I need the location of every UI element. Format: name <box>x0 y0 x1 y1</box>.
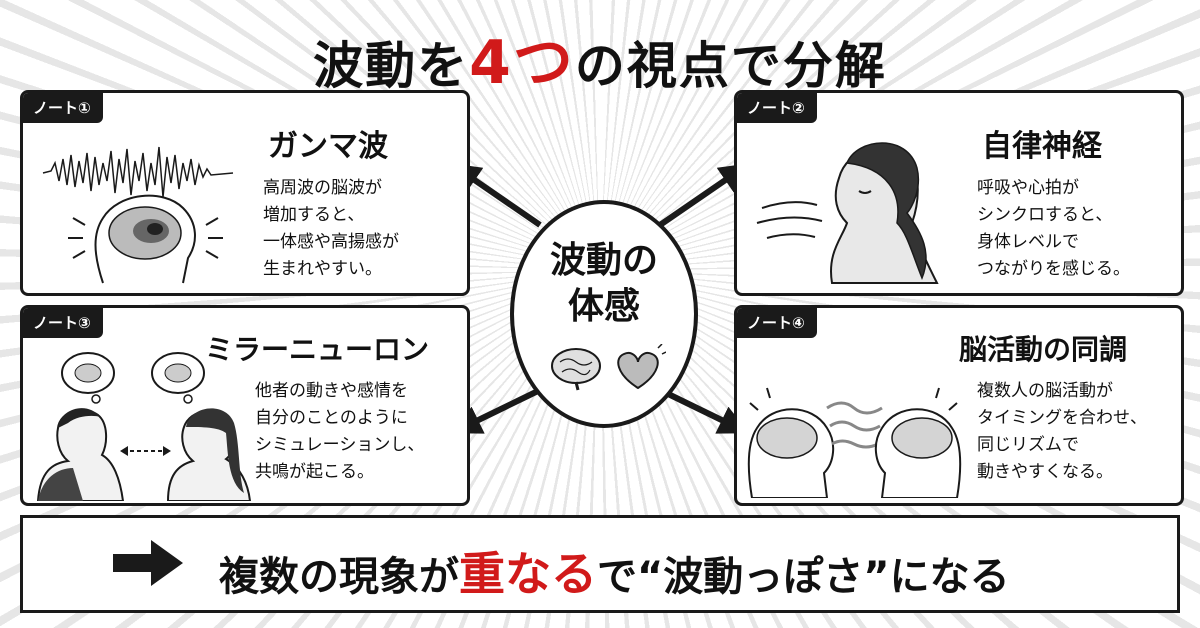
arrow-to-note1 <box>450 163 542 228</box>
woman-profile-icon <box>830 142 939 284</box>
head-right-icon <box>874 408 962 498</box>
note-line: 他者の動きや感情を <box>255 381 408 401</box>
brainwave-icon <box>42 146 234 198</box>
man-icon <box>36 408 125 501</box>
note-body: 呼吸や心拍が シンクロすると、 身体レベルで つながりを感じる。 <box>977 175 1130 283</box>
center-icons <box>551 344 666 391</box>
breath-icon <box>756 201 823 239</box>
head-profile-icon <box>68 194 223 284</box>
note-panel-autonomic: ノート② 自律神経 呼吸や心拍が シンクロすると、 身体レベルで つながりを感じ… <box>734 90 1184 296</box>
brain-wave-illustration <box>42 146 234 284</box>
title-accent: 4つ <box>469 28 575 98</box>
brain-icon <box>551 348 601 391</box>
note-panel-brain-sync: ノート④ 脳活動の同調 複数人の脳活動が タイミングを合わせ、 同じリズムで 動… <box>734 305 1184 506</box>
note-line: タイミングを合わせ、 <box>977 408 1147 428</box>
conclusion-text: 複数の現象が重なるで“波動っぽさ”になる <box>219 538 1010 604</box>
arrow-to-note3 <box>451 387 542 434</box>
note-title: ガンマ波 <box>268 129 388 164</box>
arrow-to-note2 <box>658 163 750 228</box>
title-pre: 波動を <box>313 37 470 95</box>
note-body: 複数人の脳活動が タイミングを合わせ、 同じリズムで 動きやすくなる。 <box>977 378 1147 486</box>
center-title-line1: 波動の <box>549 240 658 281</box>
conclusion-post: で“波動っぽさ”になる <box>597 554 1010 600</box>
note-line: 呼吸や心拍が <box>977 178 1079 198</box>
breathing-woman-illustration <box>756 142 939 284</box>
conclusion-pre: 複数の現象が <box>219 554 459 600</box>
note-line: 増加すると、 <box>263 205 365 225</box>
note-line: 身体レベルで <box>977 232 1079 252</box>
center-title: 波動の 体感 <box>514 238 694 330</box>
center-concept: 波動の 体感 <box>510 200 698 428</box>
arrow-to-note4 <box>658 387 749 434</box>
sync-wave-icon <box>826 401 883 449</box>
note-line: 生まれやすい。 <box>263 259 382 279</box>
conclusion-banner: 複数の現象が重なるで“波動っぽさ”になる <box>20 515 1180 613</box>
note-panel-gamma: ノート① ガンマ波 高周波の脳波が 増加すると、 一体感や高揚感が 生まれやすい… <box>20 90 470 296</box>
note-panel-mirror-neuron: ノート③ ミラーニューロン 他者の動きや <box>20 305 470 506</box>
note-line: 自分のことのように <box>255 408 408 428</box>
page-title: 波動を4つの視点で分解 <box>0 14 1200 101</box>
note-title: 脳活動の同調 <box>959 333 1128 366</box>
note-line: 同じリズムで <box>977 435 1079 455</box>
note-line: 一体感や高揚感が <box>263 232 399 252</box>
conclusion-accent: 重なる <box>459 547 597 601</box>
note-line: 高周波の脳波が <box>263 178 382 198</box>
note-line: シミュレーションし、 <box>255 435 425 455</box>
brain-sync-illustration <box>747 387 962 498</box>
note-tag: ノート② <box>737 93 817 123</box>
woman-icon <box>166 408 252 501</box>
thought-bubble-icon <box>61 352 205 404</box>
right-arrow-icon <box>113 540 183 586</box>
heart-icon <box>617 344 666 390</box>
note-line: つながりを感じる。 <box>977 259 1130 279</box>
note-line: 共鳴が起こる。 <box>255 462 374 482</box>
note-line: シンクロすると、 <box>977 205 1113 225</box>
note-title: ミラーニューロン <box>205 333 430 366</box>
note-line: 動きやすくなる。 <box>977 462 1113 482</box>
note-body: 他者の動きや感情を 自分のことのように シミュレーションし、 共鳴が起こる。 <box>255 378 424 486</box>
note-tag: ノート③ <box>23 308 103 338</box>
note-tag: ノート① <box>23 93 103 123</box>
head-left-icon <box>747 408 835 498</box>
title-post: の視点で分解 <box>574 37 887 95</box>
two-people-illustration <box>36 352 252 501</box>
note-line: 複数人の脳活動が <box>977 381 1113 401</box>
note-body: 高周波の脳波が 増加すると、 一体感や高揚感が 生まれやすい。 <box>263 175 399 283</box>
note-tag: ノート④ <box>737 308 817 338</box>
note-title: 自律神経 <box>982 129 1102 164</box>
center-title-line2: 体感 <box>567 286 640 327</box>
